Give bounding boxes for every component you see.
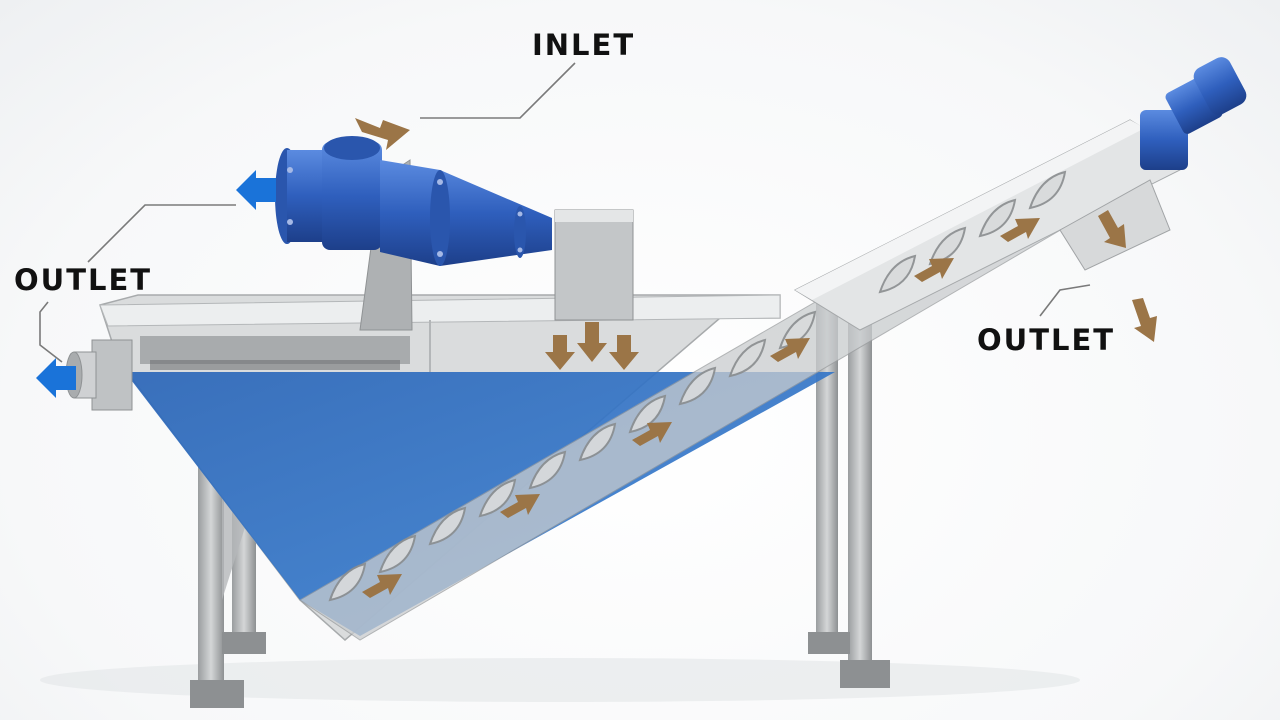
leader-lines (39, 62, 1091, 363)
hydrocyclone (275, 136, 552, 266)
support-legs (190, 285, 890, 708)
inlet-label: INLET (532, 28, 636, 62)
arrow-icon (1098, 210, 1126, 248)
arrow-icon (36, 358, 76, 398)
arrow-icon (500, 494, 540, 518)
arrow-icon (914, 258, 954, 282)
arrow-icon (362, 574, 402, 598)
arrow-icon (545, 335, 575, 370)
arrow-icon (770, 338, 810, 362)
outlet-label-right: OUTLET (977, 323, 1116, 357)
arrow-icon (609, 335, 639, 370)
gear-motor-icon (1140, 57, 1247, 170)
feed-box (554, 209, 634, 321)
screw-flights (328, 170, 1067, 602)
arrow-icon (577, 322, 607, 362)
arrow-icon (1000, 218, 1040, 242)
arrow-icon (236, 170, 276, 210)
floor-shadow (40, 658, 1080, 702)
solids-flow-arrows (355, 118, 1157, 598)
arrow-icon (355, 118, 410, 150)
water-flow-arrows (36, 170, 276, 398)
arrow-icon (632, 422, 672, 446)
outlet-label-left: OUTLET (14, 263, 153, 297)
arrow-icon (1132, 298, 1157, 342)
